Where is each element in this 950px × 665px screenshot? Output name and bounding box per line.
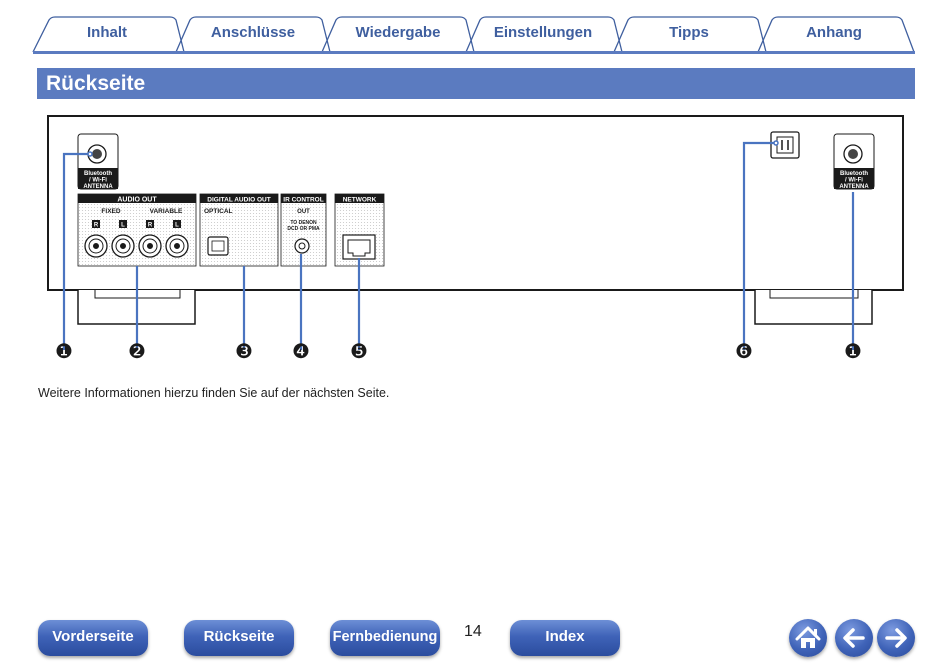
page-title: Rückseite — [37, 68, 915, 99]
channel-l-fixed: L — [121, 223, 125, 229]
tab-inhalt[interactable]: Inhalt — [87, 24, 127, 41]
callout-5: ❺ — [350, 341, 368, 363]
home-button[interactable] — [789, 619, 827, 657]
antenna-right-label-2: / Wi-Fi — [845, 178, 863, 184]
callout-lines — [62, 141, 855, 350]
antenna-left-label-1: Bluetooth — [84, 171, 112, 177]
antenna-right-label-3: ANTENNA — [839, 184, 869, 190]
audio-out-panel: AUDIO OUT FIXED VARIABLE R L R L — [77, 193, 197, 267]
nav-index-button[interactable]: Index — [510, 620, 620, 656]
digital-audio-out-panel: DIGITAL AUDIO OUT OPTICAL — [199, 193, 279, 267]
tab-outline — [32, 16, 915, 54]
antenna-left: Bluetooth / Wi-Fi ANTENNA — [77, 133, 119, 190]
callout-1-left: ❶ — [55, 341, 73, 363]
callout-3: ❸ — [235, 341, 253, 363]
tab-bar: Inhalt Anschlüsse Wiedergabe Einstellung… — [0, 0, 950, 58]
power-inlet — [770, 131, 800, 159]
tab-wiedergabe[interactable]: Wiedergabe — [355, 24, 441, 41]
ir-control-panel: IR CONTROL OUT TO DENON DCD OR PMA — [280, 193, 327, 267]
ir-note-line1: TO DENON — [290, 220, 317, 226]
callout-1-right: ❶ — [844, 341, 862, 363]
arrow-right-icon — [885, 628, 907, 648]
tab-einstellungen[interactable]: Einstellungen — [493, 24, 593, 41]
antenna-right: Bluetooth / Wi-Fi ANTENNA — [833, 133, 875, 190]
rear-panel-diagram: Bluetooth / Wi-Fi ANTENNA Bluetooth / Wi… — [0, 110, 950, 370]
antenna-left-label-3: ANTENNA — [83, 184, 113, 190]
rear-panel-illustration: Bluetooth / Wi-Fi ANTENNA Bluetooth / Wi… — [47, 115, 904, 363]
tab-tipps[interactable]: Tipps — [669, 24, 709, 41]
next-button[interactable] — [877, 619, 915, 657]
channel-l-variable: L — [175, 223, 179, 229]
callout-4: ❹ — [292, 341, 310, 363]
nav-remote-button[interactable]: Fernbedienung — [330, 620, 440, 656]
digital-audio-out-header: DIGITAL AUDIO OUT — [207, 197, 270, 204]
nav-front-button[interactable]: Vorderseite — [38, 620, 148, 656]
audio-out-fixed-label: FIXED — [101, 208, 120, 215]
ir-control-header: IR CONTROL — [283, 197, 323, 204]
audio-out-header: AUDIO OUT — [117, 197, 157, 204]
channel-r-variable: R — [148, 223, 153, 229]
network-panel: NETWORK — [334, 193, 385, 267]
arrow-left-icon — [843, 628, 865, 648]
ir-out-label: OUT — [297, 209, 310, 215]
optical-label: OPTICAL — [204, 208, 233, 215]
callout-dots — [87, 140, 779, 157]
callout-6: ❻ — [735, 341, 753, 363]
antenna-left-label-2: / Wi-Fi — [89, 178, 107, 184]
audio-out-variable-label: VARIABLE — [150, 208, 183, 215]
nav-back-button[interactable]: Rückseite — [184, 620, 294, 656]
prev-button[interactable] — [835, 619, 873, 657]
callout-2: ❷ — [128, 341, 146, 363]
home-icon — [795, 626, 821, 648]
antenna-right-label-1: Bluetooth — [840, 171, 868, 177]
channel-r-fixed: R — [94, 223, 99, 229]
ir-note-line2: DCD OR PMA — [287, 226, 320, 232]
page-number: 14 — [464, 623, 482, 640]
network-header: NETWORK — [343, 197, 377, 204]
foot-right — [754, 290, 873, 325]
info-text: Weitere Informationen hierzu finden Sie … — [38, 386, 390, 400]
tab-anschluesse[interactable]: Anschlüsse — [210, 24, 296, 41]
tab-anhang[interactable]: Anhang — [806, 24, 862, 41]
